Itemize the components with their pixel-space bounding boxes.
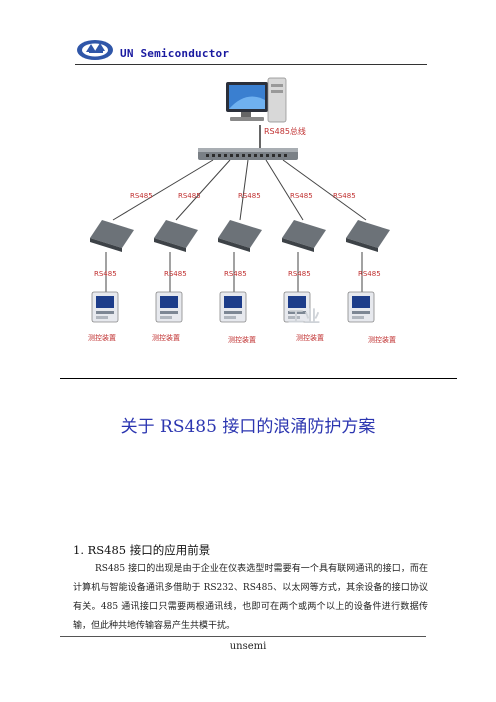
footer-divider <box>60 636 426 637</box>
branch-label-5: RS485 <box>333 192 356 200</box>
branch-label-4: RS485 <box>290 192 313 200</box>
device-label-2: 测控装置 <box>152 333 180 342</box>
port-label-2: RS485 <box>164 270 187 278</box>
body-paragraph: RS485 接口的出现是由于企业在仪表选型时需要有一个具有联网通讯的接口，而在计… <box>73 564 428 631</box>
branch-label-2: RS485 <box>178 192 201 200</box>
port-label-1: RS485 <box>94 270 117 278</box>
branch-label-1: RS485 <box>130 192 153 200</box>
page-header: UN Semiconductor <box>75 36 427 64</box>
switch-icon <box>198 148 298 160</box>
page-footer: unsemi <box>229 641 267 652</box>
bus-label: RS485总线 <box>264 126 306 136</box>
port-label-4: RS485 <box>288 270 311 278</box>
watermark: 工业 <box>288 307 320 326</box>
device-label-3: 测控装置 <box>228 335 256 344</box>
company-logo-icon <box>77 40 113 60</box>
device-label-1: 测控装置 <box>88 333 116 342</box>
header-divider <box>75 64 427 65</box>
computer-icon <box>226 77 287 123</box>
rs485-network-diagram: RS485总线 RS485 RS485 <box>78 70 418 350</box>
branch-label-3: RS485 <box>238 192 261 200</box>
section-divider <box>60 378 457 379</box>
converter-icons <box>90 220 390 252</box>
document-title: 关于 RS485 接口的浪涌防护方案 <box>120 417 376 437</box>
device-icons <box>91 291 375 323</box>
section-heading: 1. RS485 接口的应用前景 <box>73 543 211 557</box>
device-label-5: 测控装置 <box>368 335 396 344</box>
device-label-4: 测控装置 <box>296 333 324 342</box>
brand-name: UN Semiconductor <box>120 47 230 60</box>
port-label-3: RS485 <box>224 270 247 278</box>
port-label-5: RS485 <box>358 270 381 278</box>
